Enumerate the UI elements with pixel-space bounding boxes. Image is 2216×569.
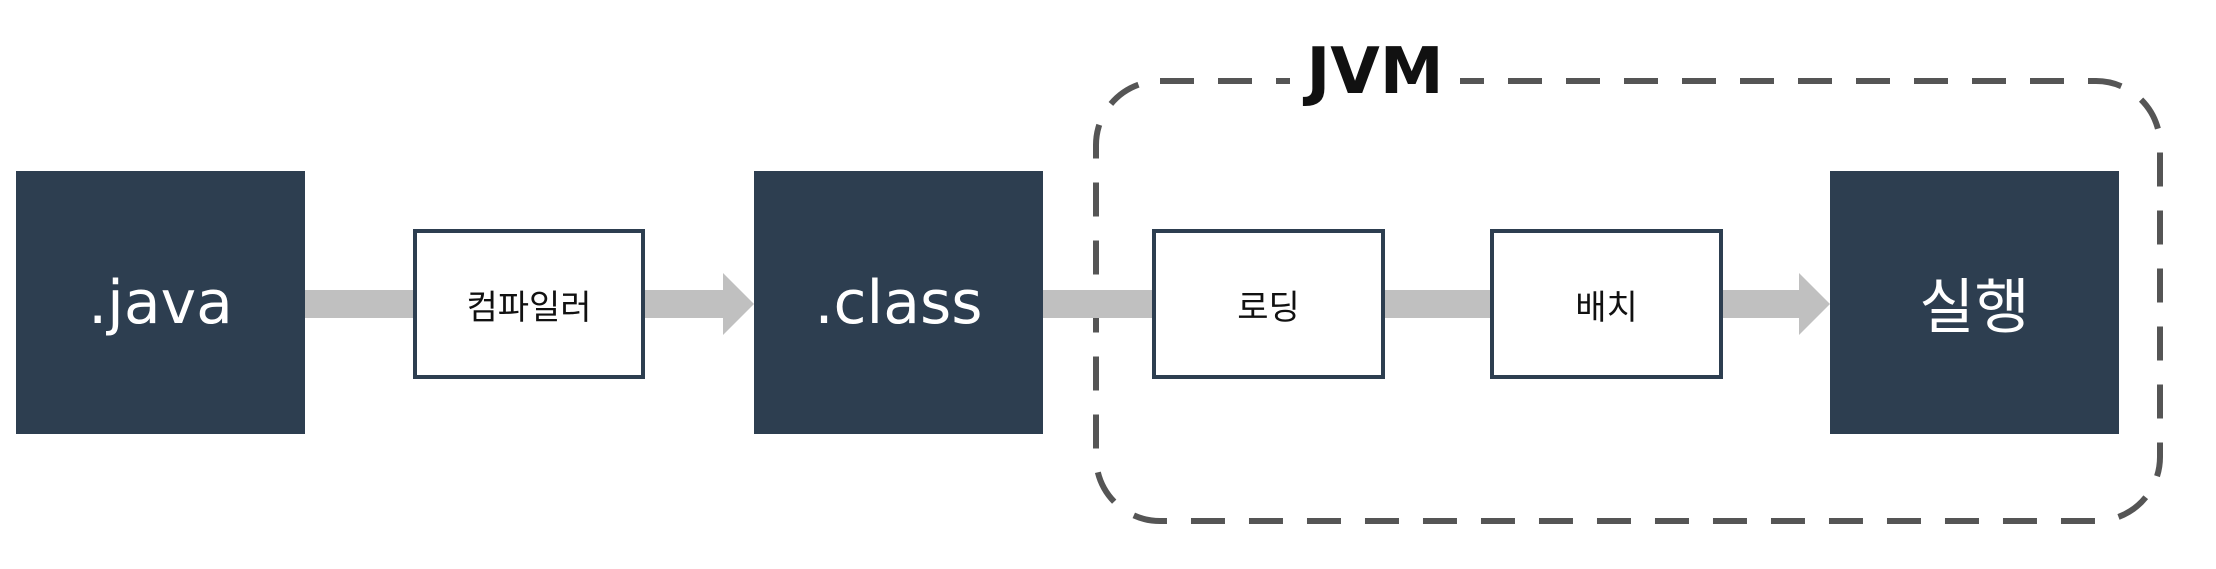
link-label: 배치 xyxy=(1575,287,1638,328)
java-source-box: .java xyxy=(16,171,305,434)
run-box: 실행 xyxy=(1830,171,2119,434)
java-source-label: .java xyxy=(88,267,233,338)
compiler-box: 컴파일러 xyxy=(413,229,645,379)
link-box: 배치 xyxy=(1490,229,1723,379)
class-file-box: .class xyxy=(754,171,1043,434)
run-label: 실행 xyxy=(1919,273,2030,343)
connector-class-to-loading xyxy=(1043,290,1152,318)
connector-java-to-compiler xyxy=(305,290,413,318)
connector-loading-to-link xyxy=(1385,290,1490,318)
jvm-label: JVM xyxy=(1290,22,1460,122)
arrow-link-to-run xyxy=(1723,273,1830,335)
class-file-label: .class xyxy=(814,267,983,338)
arrow-compiler-to-class xyxy=(645,273,754,335)
compiler-label: 컴파일러 xyxy=(466,287,592,328)
loading-box: 로딩 xyxy=(1152,229,1385,379)
loading-label: 로딩 xyxy=(1237,287,1300,328)
